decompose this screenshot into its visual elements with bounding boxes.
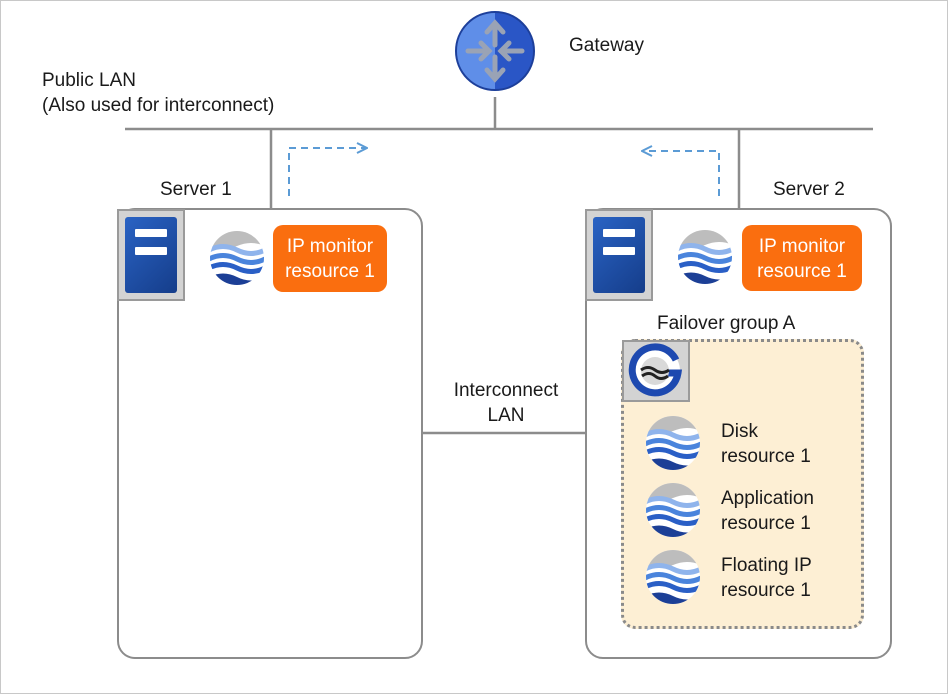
resource-globe-icon	[677, 229, 733, 285]
floating-ip-resource-sublabel: resource 1	[721, 580, 811, 601]
gateway-label: Gateway	[569, 35, 644, 56]
application-resource-label: Application	[721, 488, 814, 509]
failover-group-label: Failover group A	[657, 313, 796, 334]
server1-label: Server 1	[160, 179, 232, 200]
server2-label: Server 2	[773, 179, 845, 200]
server2-icon	[585, 209, 653, 301]
resource-globe-icon	[209, 230, 265, 286]
public-lan-sublabel: (Also used for interconnect)	[42, 95, 275, 116]
public-lan-label: Public LAN	[42, 70, 136, 91]
monitor-arrow-server2	[643, 151, 720, 196]
server2-ip-monitor-badge: IP monitor resource 1	[742, 225, 862, 291]
badge-line: resource 1	[757, 261, 847, 282]
floating-ip-resource-label: Floating IP	[721, 555, 812, 576]
server1-icon	[117, 209, 185, 301]
resource-globe-icon	[645, 482, 701, 538]
disk-resource-label: Disk	[721, 421, 758, 442]
resource-globe-icon	[645, 415, 701, 471]
interconnect-sublabel: LAN	[487, 405, 525, 426]
group-icon	[622, 340, 690, 402]
badge-line: resource 1	[285, 261, 375, 282]
server1-ip-monitor-badge: IP monitor resource 1	[273, 225, 387, 292]
router-icon	[455, 11, 535, 91]
monitor-arrow-server1	[288, 148, 366, 196]
application-resource-sublabel: resource 1	[721, 513, 811, 534]
badge-line: IP monitor	[286, 236, 374, 257]
badge-line: IP monitor	[758, 236, 846, 257]
disk-resource-sublabel: resource 1	[721, 446, 811, 467]
interconnect-label: Interconnect	[453, 380, 559, 401]
resource-globe-icon	[645, 549, 701, 605]
